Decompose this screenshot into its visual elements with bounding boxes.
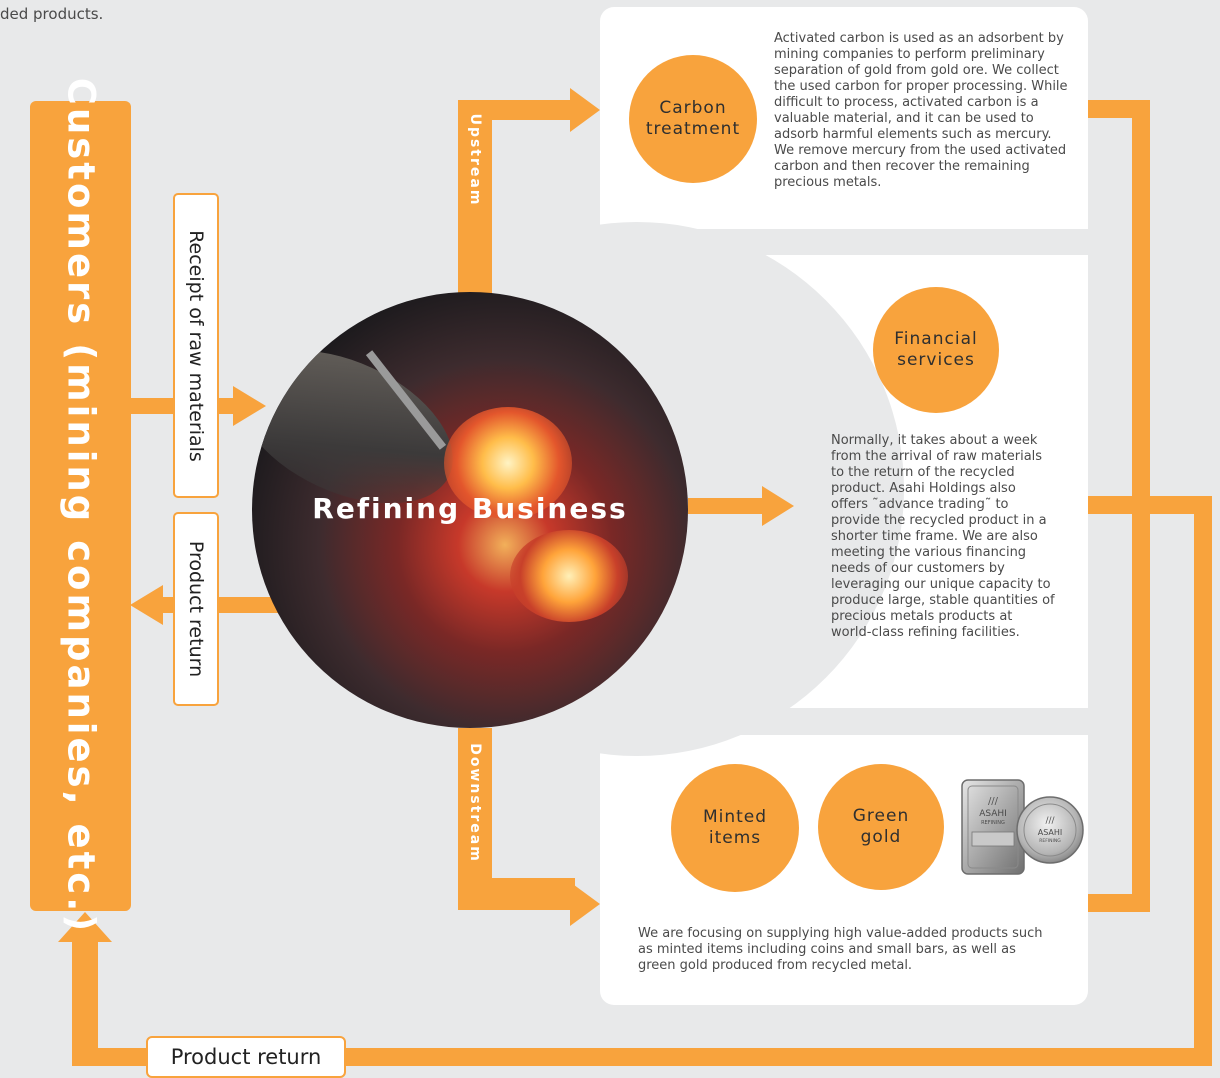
financial-services-circle: Financial services <box>873 287 999 413</box>
financial-services-title-line2: services <box>897 350 975 370</box>
receipt-of-raw-materials-label: Receipt of raw materials <box>185 229 207 462</box>
green-gold-circle: Green gold <box>818 764 944 890</box>
customers-bar: Customers (mining companies, etc.) <box>30 78 131 934</box>
financial-services-description: Normally, it takes about a week from the… <box>831 433 1055 640</box>
green-gold-title-line2: gold <box>860 827 902 847</box>
minted-items-title-line1: Minted <box>702 807 768 827</box>
bar-sub-text: REFINING <box>981 820 1005 826</box>
green-gold-title-line1: Green <box>852 806 910 826</box>
svg-text:///: /// <box>1045 816 1055 826</box>
downstream-label: Downstream <box>467 743 483 863</box>
crucible-glow-upper <box>444 407 572 519</box>
coin-sub-text: REFINING <box>1039 838 1061 844</box>
upstream-label: Upstream <box>467 113 483 207</box>
minted-items-circle: Minted items <box>671 764 799 892</box>
bar-logo-text: ASAHI <box>979 809 1007 819</box>
carbon-treatment-circle: Carbon treatment <box>629 55 757 183</box>
intro-text-fragment: ded products. <box>0 5 104 23</box>
crucible-glow-lower <box>510 530 628 622</box>
carbon-treatment-description: Activated carbon is used as an adsorbent… <box>774 31 1068 190</box>
svg-text:///: /// <box>988 796 999 807</box>
carbon-treatment-title-line1: Carbon <box>659 98 727 118</box>
carbon-treatment-title-line2: treatment <box>645 119 741 139</box>
product-return-bottom-box: Product return <box>146 1036 346 1078</box>
product-return-box: Product return <box>173 512 219 706</box>
product-return-label: Product return <box>185 540 207 678</box>
minted-items-title-line2: items <box>708 828 762 848</box>
refining-business-photo: Refining Business <box>252 292 688 728</box>
refining-business-title: Refining Business <box>312 492 628 525</box>
product-return-bottom-label: Product return <box>170 1045 322 1069</box>
value-added-products-description: We are focusing on supplying high value-… <box>638 926 1043 973</box>
receipt-of-raw-materials-box: Receipt of raw materials <box>173 193 219 498</box>
financial-services-title-line1: Financial <box>894 329 978 349</box>
asahi-bar-and-coin-image: /// ASAHI REFINING /// ASAHI REFINING <box>961 779 1084 875</box>
customers-label: Customers (mining companies, etc.) <box>59 77 102 935</box>
coin-logo-text: ASAHI <box>1038 828 1063 837</box>
